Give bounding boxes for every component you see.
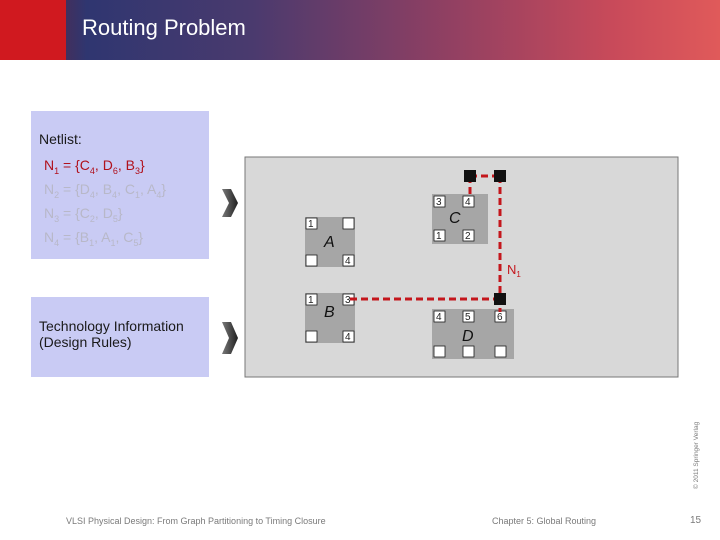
cell-c-pin-3	[433, 195, 446, 208]
cell-d: 4 5 6 D	[432, 309, 514, 359]
net-n4: N4 = {B1, A1, C5}	[44, 229, 144, 248]
cell-d-pin-6-label: 6	[497, 312, 503, 323]
netlist-panel	[31, 111, 209, 259]
footer-page-number: 15	[690, 515, 702, 526]
cell-a-pin-3	[305, 254, 318, 267]
cell-c-pin-2-label: 2	[465, 231, 471, 242]
netlist-arrow-icon	[222, 189, 238, 217]
cell-c: 3 4 1 2 C	[432, 194, 488, 244]
cell-c-pin-4-label: 4	[465, 197, 471, 208]
cell-b-pin-4-label: 4	[345, 332, 351, 343]
cell-a-pin-2	[342, 217, 355, 230]
netlist-heading: Netlist:	[39, 131, 82, 147]
cell-d-pin-1	[433, 345, 446, 358]
footer-book-title: VLSI Physical Design: From Graph Partiti…	[66, 516, 326, 526]
cell-b-pin-2	[305, 330, 318, 343]
cell-c-pin-1	[433, 229, 446, 242]
cell-b-pin-1-label: 1	[308, 295, 314, 306]
cell-d-pin-4-label: 4	[436, 312, 442, 323]
technology-panel	[31, 297, 209, 377]
cell-a: 1 4 A	[305, 217, 355, 267]
slide-title: Routing Problem	[82, 15, 246, 40]
cell-c-label: C	[449, 210, 461, 227]
cell-d-label: D	[462, 328, 474, 345]
cell-a-pin-4-label: 4	[345, 256, 351, 267]
cell-a-label: A	[323, 234, 335, 251]
steiner-point-3	[494, 293, 506, 305]
cell-d-pin-5-label: 5	[465, 312, 471, 323]
header-bar: Routing Problem	[0, 0, 720, 60]
cell-b-pin-3-label: 3	[345, 295, 351, 306]
cell-c-pin-1-label: 1	[436, 231, 442, 242]
net-n1-label: N1	[507, 262, 521, 279]
net-n2: N2 = {D4, B4, C1, A4}	[44, 181, 167, 200]
cell-c-pin-2	[462, 229, 475, 242]
cell-b-pin-1	[305, 293, 318, 306]
cell-b-pin-4	[342, 330, 355, 343]
cell-d-pin-4	[433, 310, 446, 323]
cell-c-pin-4	[462, 195, 475, 208]
cell-a-pin-4	[342, 254, 355, 267]
tech-info-line1: Technology Information	[39, 318, 184, 334]
net-n3: N3 = {C2, D5}	[44, 205, 123, 224]
footer-chapter: Chapter 5: Global Routing	[492, 516, 597, 526]
cell-d-pin-5	[462, 310, 475, 323]
cell-a-pin-1	[305, 217, 318, 230]
header-accent-block	[0, 0, 66, 60]
cell-d-pin-3	[494, 345, 507, 358]
steiner-point-1	[464, 170, 476, 182]
steiner-point-2	[494, 170, 506, 182]
cell-b: 1 3 4 B	[305, 293, 355, 343]
net-n1: N1 = {C4, D6, B3}	[44, 157, 145, 176]
tech-arrow-icon	[222, 322, 238, 354]
cell-d-pin-2	[462, 345, 475, 358]
cell-c-pin-3-label: 3	[436, 197, 442, 208]
tech-info-line2: (Design Rules)	[39, 334, 132, 350]
copyright-notice: © 2011 Springer Verlag	[693, 421, 700, 489]
cell-b-label: B	[324, 304, 335, 321]
cell-a-pin-1-label: 1	[308, 219, 314, 230]
